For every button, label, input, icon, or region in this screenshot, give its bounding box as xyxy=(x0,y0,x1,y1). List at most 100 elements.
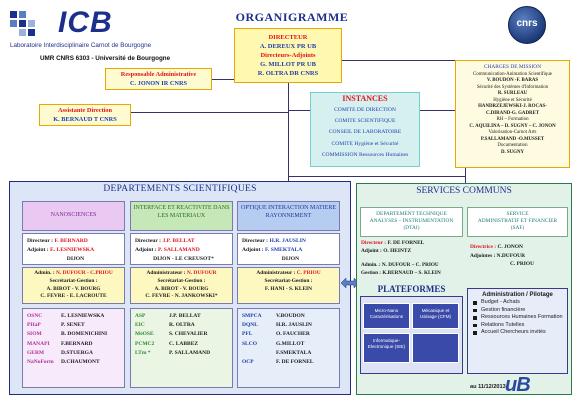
adj-label: Adjoint : xyxy=(27,247,49,253)
admin-label: Administrateur : xyxy=(256,270,296,276)
connector-line xyxy=(342,60,455,61)
pilotage-item: Gestion financière xyxy=(472,307,567,314)
saf-head-box: SERVICE ADMINISTRATIF ET FINANCIER (SAF) xyxy=(467,207,568,237)
dtai-head: DEPARTEMENT TECHNIQUE xyxy=(376,211,447,217)
interface-direction-box: Directeur : J.P. BELLAT Adjoint : P. SAL… xyxy=(130,233,233,265)
saf-staff: Directrice : C. JONON Adjointes : N.DUFO… xyxy=(467,243,568,275)
resp-admin-label: Responsable Administrative xyxy=(120,71,197,78)
team-code: MANAPI xyxy=(27,340,50,347)
team-leader: E. LESNIEWSKA xyxy=(61,313,105,319)
saf-adj-label: Adjointes : xyxy=(470,252,496,259)
site-label: DIJON - LE CREUSOT* xyxy=(153,256,214,262)
directeur-label: DIRECTEUR xyxy=(268,34,308,41)
team-leader: R. OLTRA xyxy=(169,322,195,329)
directeur-name: A. DEREUX PR UB xyxy=(259,43,317,50)
nano-admin-box: Admin. : N. DUFOUR - C.PRIOU Secrétariat… xyxy=(22,267,125,304)
optique-direction-box: Directeur : H.R. JAUSLIN Adjoint : F. SM… xyxy=(237,233,340,265)
team-leader: C. LABBEZ xyxy=(169,340,199,347)
team-code: OCP xyxy=(242,359,254,366)
adjoints-label: Directeurs-Adjoints xyxy=(260,52,316,59)
pilotage-item: Budget - Achats xyxy=(472,299,567,306)
secr-names: C. FEVRE - N. JANKOWSKI* xyxy=(145,293,218,300)
secr-names: C. FEVRE - E. LACROUTE xyxy=(40,293,107,300)
team-code: EIC xyxy=(135,322,145,329)
connector-line xyxy=(288,176,465,177)
team-code: DQNL xyxy=(242,322,258,329)
optique-admin-box: Administrateur : C. PRIOU Secrétariat-Ge… xyxy=(237,267,340,304)
admin-name: C. PRIOU xyxy=(296,270,321,276)
site-label: DIJON xyxy=(281,256,300,262)
team-leader: P. SENET xyxy=(61,322,85,329)
resp-admin-box: Responsable Administrative C. JONON IR C… xyxy=(105,68,212,90)
team-leader: J.P. BELLAT xyxy=(169,313,201,319)
adj-name: E. LESNIEWSKA xyxy=(50,247,95,253)
page-title: ORGANIGRAMME xyxy=(235,10,349,24)
instances-box: INSTANCES COMITE DE DIRECTION COMITE SCI… xyxy=(310,92,420,167)
dept-interface-head: INTERFACE ET REACTIVITE DANS LES MATERIA… xyxy=(130,201,233,231)
dir-label: Directeur : xyxy=(135,238,162,244)
date-label: au 11/12/2013 xyxy=(470,384,506,390)
charges-line: D. SUGNY xyxy=(500,149,525,155)
saf-head: (SAF) xyxy=(510,225,525,231)
instances-title: INSTANCES xyxy=(342,94,388,103)
icb-logo-mark-icon xyxy=(10,11,35,36)
charges-title: CHARGES DE MISSION xyxy=(483,64,542,70)
team-leader: V.BOUDON xyxy=(276,313,305,319)
dir-label: Directeur : xyxy=(27,238,54,244)
pilotage-box: Administration / Pilotage Budget - Achat… xyxy=(467,288,568,374)
services-title: SERVICES COMMUNS xyxy=(416,186,512,196)
charges-mission-box: CHARGES DE MISSION Communication-Animati… xyxy=(455,60,570,168)
dtai-staff: Directeur : F. DE FORNEL Adjoint : O. HE… xyxy=(360,237,463,267)
saf-adj-name: N.DUFOUR xyxy=(496,252,525,259)
nano-direction-box: Directeur : F. BERNARD Adjoint : E. LESN… xyxy=(22,233,125,265)
saf-dir-name: C. JONON xyxy=(497,244,523,250)
team-leader: F. DE FORNEL xyxy=(276,359,314,366)
plateforme-micro-nano: Micro-Nano Caractérisations xyxy=(363,303,410,329)
team-code: NaNoForm xyxy=(27,359,54,366)
team-code: PFL xyxy=(242,331,253,338)
adjoint-name: R. OLTRA DR CNRS xyxy=(257,70,319,77)
secr-names: A. BIROT - V. BOURG xyxy=(46,285,101,292)
admin-name: N. DUFOUR - C.PRIOU xyxy=(55,270,113,276)
charges-line: C. AQUILINA – D. SUGNY – C. JONON xyxy=(469,123,556,129)
connector-line xyxy=(288,83,289,181)
charges-line: C.DIRAND-G. GADRET xyxy=(485,110,540,116)
team-code xyxy=(242,349,276,358)
dir-label: Directeur : xyxy=(242,238,269,244)
charges-line: P.SALLAMAND -O.MUSSET xyxy=(480,136,545,142)
instance-item: COMITE SCIENTIFIQUE xyxy=(334,118,396,125)
team-row: PHaP P. SENET xyxy=(27,321,124,330)
team-code: SLCO xyxy=(242,340,257,347)
team-leader: D.STUERGA xyxy=(61,349,93,356)
charges-line: Valorisation-Carnot Arts xyxy=(488,130,537,135)
instance-item: CONSEIL DE LABORATOIRE xyxy=(328,129,402,136)
charges-line: Communication-Animation Scientifique xyxy=(473,71,552,77)
team-code: PHaP xyxy=(27,322,41,329)
interface-admin-box: Administrateur : N. DUFOUR Secrétariat-G… xyxy=(130,267,233,304)
charges-line: Hygiène et Sécurité xyxy=(493,97,532,103)
team-row: LTm *P. SALLAMAND xyxy=(135,349,232,358)
secr-label: Secrétariat-Gestion : xyxy=(157,277,206,284)
saf-adj-name: C. PRIOU xyxy=(510,261,534,267)
instance-item: COMMISSION Ressources Humaines xyxy=(321,151,409,158)
pilotage-title: Administration / Pilotage xyxy=(482,292,553,298)
charges-line: R. SURLEAU xyxy=(497,91,528,96)
team-leader: S. CHEVALIER xyxy=(169,331,208,338)
dtai-gestion-line: Gestion : K.BERNAUD – S. KLEIN xyxy=(361,269,441,276)
dir-name: J.P. BELLAT xyxy=(162,238,195,244)
instance-item: COMITE Hygiène et Sécurité xyxy=(331,140,399,147)
ub-logo: uB xyxy=(505,374,531,396)
team-code: MéOSE xyxy=(135,331,154,338)
team-row: OCP F. DE FORNEL xyxy=(242,358,339,367)
